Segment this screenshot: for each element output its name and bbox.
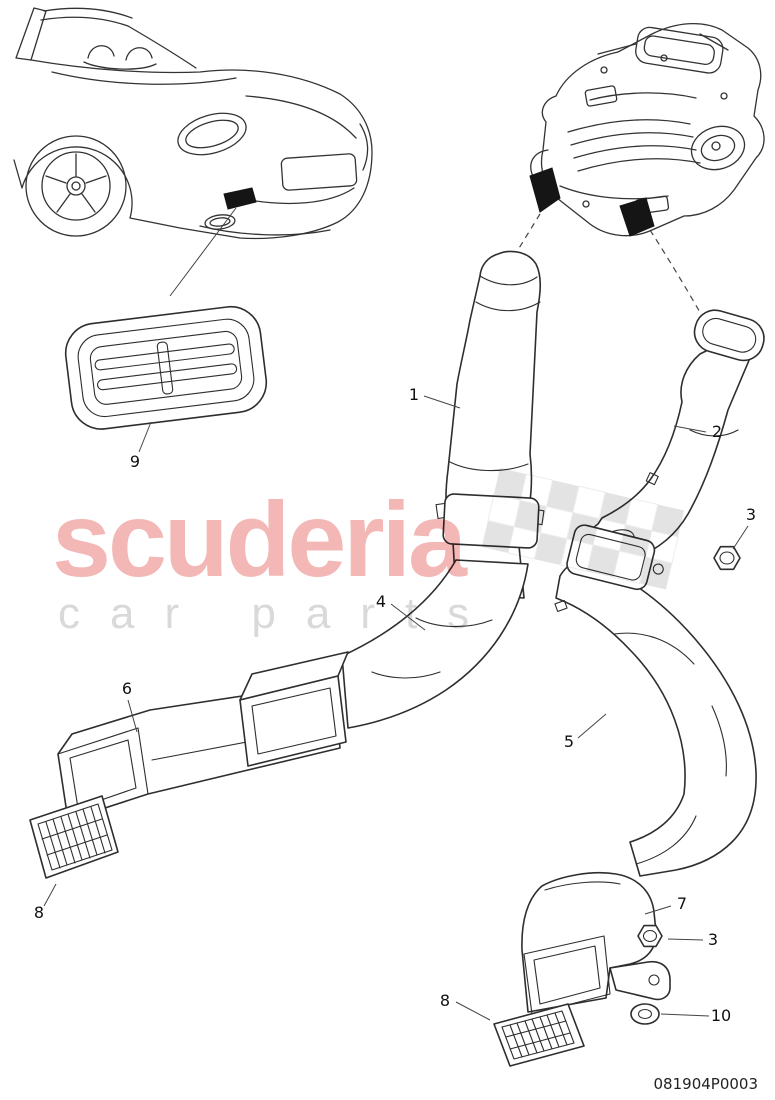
callout-label-8-bottom: 8 (440, 991, 450, 1010)
part-4-air-duct (239, 559, 529, 767)
callout-part-7: 7 (644, 894, 687, 915)
callout-part-1: 1 (409, 385, 461, 409)
hvac-left-outlet-highlight (529, 167, 561, 213)
callout-label-8-left: 8 (34, 903, 44, 922)
callout-part-9: 9 (130, 421, 152, 471)
part-8-vent-grille-bottom (493, 1003, 585, 1067)
callout-label-1: 1 (409, 385, 419, 404)
callout-label-2: 2 (712, 422, 722, 441)
callout-label-3-lower: 3 (708, 930, 718, 949)
callout-part-3-upper: 3 (732, 505, 756, 550)
part-3-nut-lower (637, 924, 663, 948)
diagram-code: 081904P0003 (654, 1075, 758, 1093)
hvac-right-outlet-highlight (619, 197, 655, 237)
car-to-part9-line (169, 207, 237, 297)
part-8-vent-grille-left (29, 795, 119, 879)
callout-label-5: 5 (564, 732, 574, 751)
assembly-dashed-lines (512, 213, 702, 315)
callout-part-5: 5 (564, 713, 607, 751)
callout-part-6: 6 (122, 679, 138, 733)
part-10-washer (630, 1003, 660, 1025)
callout-part-8-bottom: 8 (440, 991, 491, 1021)
callout-label-4: 4 (376, 592, 386, 611)
part-3-nut-upper (713, 545, 741, 571)
watermark-checkered-flag (481, 468, 685, 590)
watermark-brand-text: scuderia (52, 481, 468, 599)
watermark-subtitle-text: car parts (58, 589, 499, 638)
callout-label-3-upper: 3 (746, 505, 756, 524)
callout-label-7: 7 (677, 894, 687, 913)
bumper-vent-highlight (223, 187, 257, 210)
callout-part-4: 4 (376, 592, 426, 631)
callouts: 1 2 3 4 5 6 7 8 (34, 385, 756, 1025)
watermark: scuderia car parts (52, 468, 685, 638)
car-illustration (13, 7, 373, 297)
callout-part-8-left: 8 (34, 883, 57, 922)
part-9-vent-grille (64, 305, 268, 430)
callout-part-2: 2 (673, 422, 722, 441)
callout-part-3-lower: 3 (667, 930, 718, 949)
callout-label-10: 10 (711, 1006, 731, 1025)
hvac-unit-illustration (529, 22, 765, 237)
callout-label-9: 9 (130, 452, 140, 471)
callout-label-6: 6 (122, 679, 132, 698)
part-7-air-duct (521, 871, 671, 1015)
callout-part-10: 10 (660, 1006, 731, 1025)
part-7-bracket (609, 960, 671, 1001)
